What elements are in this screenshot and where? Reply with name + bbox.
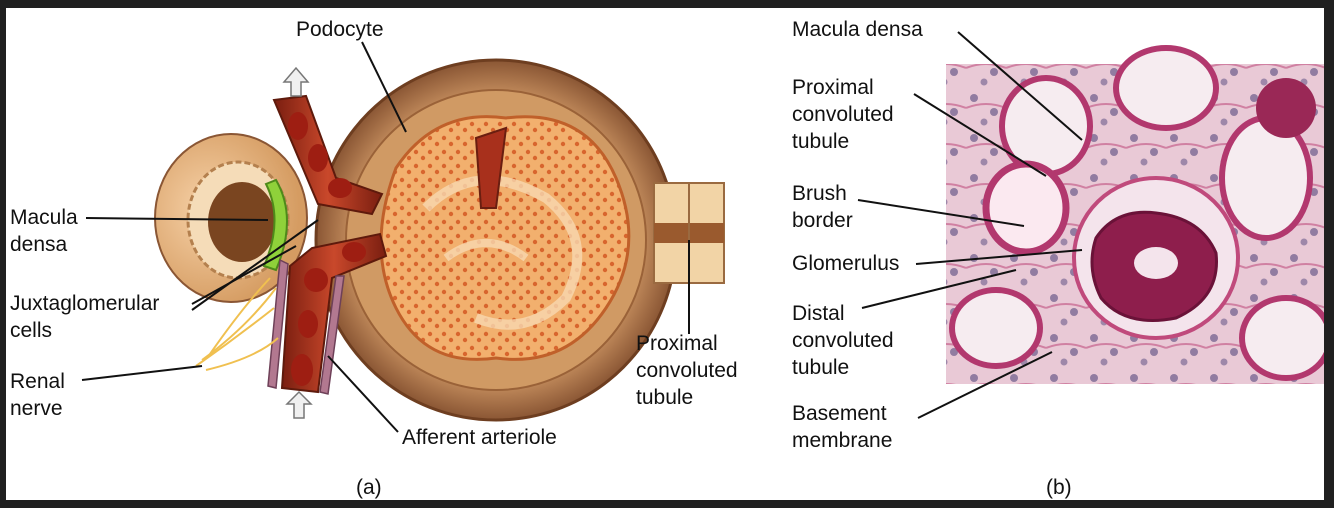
label-afferent-arteriole: Afferent arteriole — [402, 426, 557, 449]
leader-lines-a — [81, 41, 690, 433]
label-podocyte: Podocyte — [296, 18, 384, 41]
label-proximal-tubule-b: Proximal convoluted tubule — [792, 76, 894, 153]
inflow-arrow — [285, 390, 313, 419]
caption-b: (b) — [1046, 476, 1072, 499]
renal-nerve-fibers — [195, 277, 279, 371]
outflow-arrow — [282, 66, 310, 97]
figure-frame: Podocyte Macula densa Juxtaglomerular ce… — [6, 8, 1324, 500]
macula-densa-cells — [262, 178, 288, 272]
leader-lines-b — [857, 31, 1083, 419]
label-proximal-tubule-a: Proximal convoluted tubule — [636, 332, 738, 409]
histology-micrograph — [857, 31, 1324, 419]
label-renal-nerve: Renal nerve — [10, 370, 65, 420]
label-glomerulus: Glomerulus — [792, 252, 900, 275]
label-juxtaglomerular-cells: Juxtaglomerular cells — [10, 292, 160, 342]
label-distal-tubule: Distal convoluted tubule — [792, 302, 894, 379]
label-brush-border: Brush border — [792, 182, 853, 232]
label-macula-densa-a: Macula densa — [10, 206, 78, 256]
label-macula-densa-b: Macula densa — [792, 18, 923, 41]
caption-a: (a) — [356, 476, 382, 499]
label-basement-membrane: Basement membrane — [792, 402, 893, 452]
renal-corpuscle-drawing — [81, 41, 725, 433]
illustration — [81, 31, 1324, 433]
